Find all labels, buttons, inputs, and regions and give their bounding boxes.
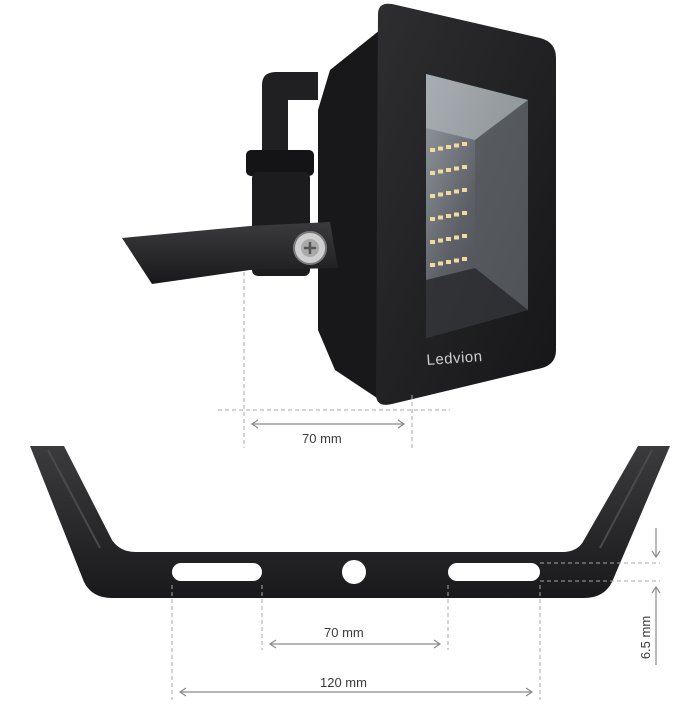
housing-side bbox=[318, 30, 380, 400]
pivot-collar bbox=[246, 150, 314, 176]
lens-reflector bbox=[426, 74, 528, 140]
bracket-guides bbox=[171, 562, 660, 700]
top-dimension-arrow bbox=[250, 419, 406, 429]
led-chip bbox=[462, 257, 467, 261]
bracket-slot-left bbox=[172, 563, 262, 581]
bracket-width-label: 120 mm bbox=[320, 675, 367, 690]
led-chip bbox=[430, 171, 435, 175]
led-chip bbox=[438, 215, 443, 220]
led-chip bbox=[446, 237, 451, 241]
led-chip bbox=[430, 217, 435, 221]
led-chip bbox=[438, 146, 443, 151]
led-chip bbox=[462, 234, 467, 238]
bracket-slot-height-label: 6.5 mm bbox=[638, 615, 654, 660]
bracket-arrows bbox=[178, 528, 661, 697]
mounting-arm bbox=[122, 222, 338, 284]
led-chip bbox=[446, 191, 451, 195]
led-chip bbox=[438, 169, 443, 174]
led-chip bbox=[438, 261, 443, 266]
led-chip bbox=[438, 238, 443, 243]
led-chip bbox=[430, 194, 435, 198]
led-chip bbox=[454, 258, 459, 263]
floodlight bbox=[122, 3, 556, 405]
led-chip bbox=[430, 148, 435, 152]
led-chip bbox=[430, 263, 435, 267]
led-chip bbox=[454, 189, 459, 194]
led-array bbox=[430, 142, 467, 267]
led-chip bbox=[446, 168, 451, 172]
bracket-center-hole bbox=[342, 560, 366, 584]
top-hole-spacing-label: 70 mm bbox=[302, 431, 342, 446]
led-chip bbox=[462, 188, 467, 192]
led-chip bbox=[446, 145, 451, 149]
led-chip bbox=[446, 214, 451, 218]
bracket-hole-spacing-label: 70 mm bbox=[324, 625, 364, 640]
led-chip bbox=[454, 212, 459, 217]
led-chip bbox=[454, 235, 459, 240]
led-chip bbox=[462, 142, 467, 146]
bracket-slot-right bbox=[448, 563, 540, 581]
bracket-body bbox=[30, 446, 670, 598]
pivot-elbow bbox=[262, 72, 318, 160]
led-chip bbox=[446, 260, 451, 264]
u-bracket bbox=[30, 446, 670, 598]
led-chip bbox=[438, 192, 443, 197]
led-chip bbox=[462, 211, 467, 215]
top-dimension bbox=[218, 272, 450, 448]
led-chip bbox=[454, 143, 459, 148]
led-chip bbox=[454, 166, 459, 171]
led-chip bbox=[430, 240, 435, 244]
led-chip bbox=[462, 165, 467, 169]
